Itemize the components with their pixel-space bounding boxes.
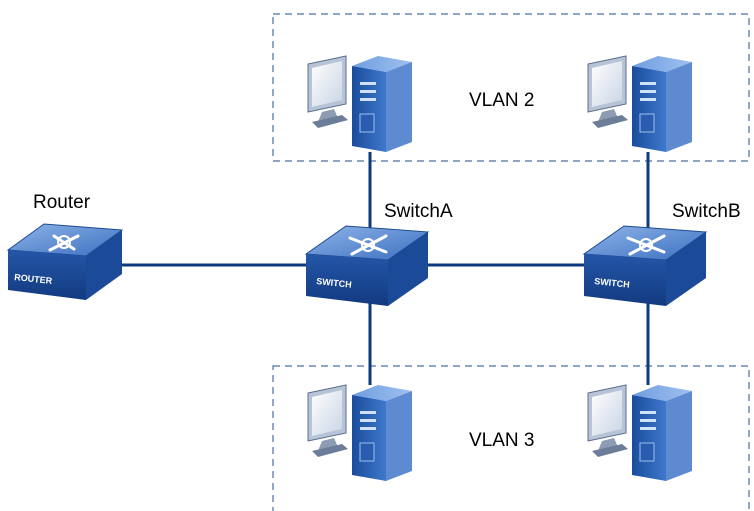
router-face-label: ROUTER [14,272,53,286]
pc-vlan2-right-icon [587,55,693,153]
links [122,152,650,385]
switchb-label: SwitchB [672,201,741,222]
pc-vlan3-left-icon [307,384,413,482]
vlan2-label: VLAN 2 [469,90,535,111]
router-label: Router [33,192,91,213]
switchb-face-label: SWITCH [594,276,630,290]
pc-vlan2-left-icon [307,55,413,153]
pc-vlan3-right-icon [587,384,693,482]
switcha-icon: SWITCH [304,225,430,306]
vlan3-boundary [272,365,750,511]
vlan3-label: VLAN 3 [469,430,535,451]
router-icon: ROUTER [6,223,124,300]
switchb-icon: SWITCH [582,225,708,306]
switcha-label: SwitchA [384,201,453,222]
switcha-face-label: SWITCH [316,276,352,290]
